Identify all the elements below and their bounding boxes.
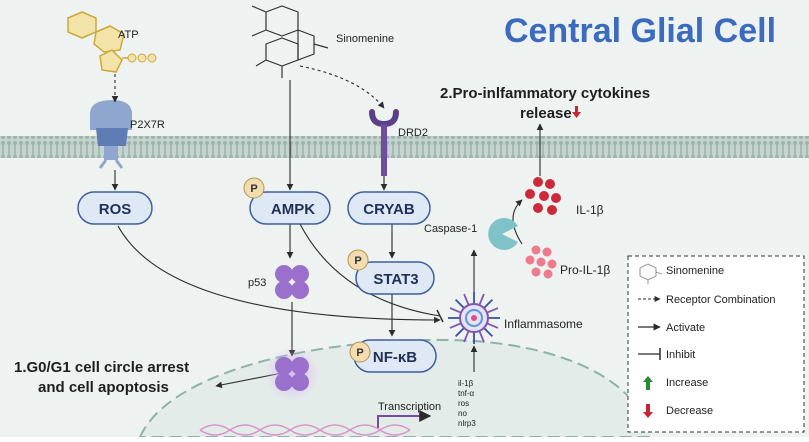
inflammasome-spoke <box>449 307 463 314</box>
legend-decrease-label: Decrease <box>666 405 713 417</box>
il1b-label: IL-1β <box>576 203 604 217</box>
pro-il1b-label: Pro-IL-1β <box>560 263 610 277</box>
inflammasome-spoke <box>463 293 470 307</box>
outcome-cytokine-line2: release <box>520 105 572 122</box>
svg-text:P: P <box>354 255 361 267</box>
dna-strand <box>199 424 411 436</box>
svg-text:AMPK: AMPK <box>271 201 315 218</box>
gene-item: no <box>458 409 467 418</box>
node-cryab: CRYAB <box>347 191 431 225</box>
inflammasome-spoke <box>482 298 494 310</box>
gene-list: il-1β tnf-α ros no nlrp3 <box>458 379 476 428</box>
inflammasome-label: Inflammasome <box>504 317 583 331</box>
inflammasome-spoke <box>449 322 463 329</box>
caspase1-label: Caspase-1 <box>424 223 477 235</box>
svg-text:STAT3: STAT3 <box>373 271 418 288</box>
svg-text:NF-κB: NF-κB <box>373 349 417 366</box>
inflammasome-spoke <box>463 329 470 343</box>
node-stat3: STAT3 <box>355 261 435 295</box>
p53-label: p53 <box>248 277 266 289</box>
pro-il1b-to-il1b-arrow <box>512 199 523 245</box>
phospho-badge-nfkb: P <box>349 341 371 363</box>
sinomenine-label: Sinomenine <box>336 33 394 45</box>
p53-tetramer <box>275 265 309 299</box>
title: Central Glial Cell <box>504 12 776 50</box>
phospho-badge-ampk: P <box>243 177 265 199</box>
node-ampk: AMPK <box>249 191 331 225</box>
drd2-label: DRD2 <box>398 127 428 139</box>
outcome-arrest-line2: and cell apoptosis <box>38 379 169 396</box>
svg-text:P: P <box>356 347 363 359</box>
atp-label: ATP <box>118 29 139 41</box>
inflammasome-spoke <box>478 293 485 307</box>
drd2-receptor <box>369 109 399 176</box>
p2x7r-label: P2X7R <box>130 119 165 131</box>
inflammasome-spoke <box>454 326 466 338</box>
gene-item: ros <box>458 399 469 408</box>
outcome-cytokine-line1: 2.Pro-inlfammatory cytokines <box>440 85 650 102</box>
inflammasome-spoke <box>478 329 485 343</box>
pro-il1b-cluster <box>525 245 557 279</box>
gene-item: nlrp3 <box>458 419 476 428</box>
legend-sinomenine-label: Sinomenine <box>666 265 724 277</box>
legend-decrease-icon <box>643 404 653 418</box>
p2x7r-receptor <box>90 100 132 169</box>
inflammasome-complex <box>448 292 500 344</box>
svg-text:ROS: ROS <box>99 201 132 218</box>
legend-receptor-label: Receptor Combination <box>666 294 775 306</box>
svg-text:CRYAB: CRYAB <box>363 201 415 218</box>
legend-increase-icon <box>643 376 653 390</box>
sinomenine-structure <box>251 5 329 78</box>
il1b-cluster <box>525 177 561 215</box>
p53-nuclear-tetramer <box>264 346 320 402</box>
node-ros: ROS <box>77 191 153 225</box>
inflammasome-spoke <box>485 322 499 329</box>
inflammasome-spoke <box>454 298 466 310</box>
legend-increase-label: Increase <box>666 377 708 389</box>
legend-activate-label: Activate <box>666 322 705 334</box>
gene-item: tnf-α <box>458 389 475 398</box>
node-nfkb: NF-κB <box>353 339 437 373</box>
cell-membrane <box>0 136 809 158</box>
transcription-label: Transcription <box>378 401 441 413</box>
legend-sinomenine-icon <box>639 263 663 284</box>
inflammasome-spoke <box>485 307 499 314</box>
gene-item: il-1β <box>458 379 474 388</box>
atp-molecule <box>67 11 157 73</box>
outcome-arrest-line1: 1.G0/G1 cell circle arrest <box>14 359 189 376</box>
caspase1-enzyme <box>488 218 518 250</box>
legend-box: Sinomenine Receptor Combination Activate… <box>627 255 805 433</box>
legend-inhibit-label: Inhibit <box>666 349 695 361</box>
ampk-inhibits-inflammasome <box>299 223 441 317</box>
ros-to-inflammasome-arrow <box>117 225 441 324</box>
decrease-icon <box>572 106 581 118</box>
inflammasome-spoke <box>482 326 494 338</box>
svg-text:P: P <box>250 183 257 195</box>
transcription-arrow <box>377 410 432 428</box>
phospho-badge-stat3: P <box>347 249 369 271</box>
